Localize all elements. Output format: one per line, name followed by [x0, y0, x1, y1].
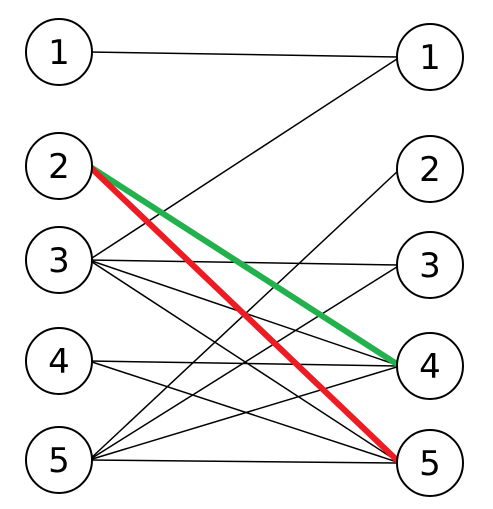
right-node-circle: [396, 429, 464, 497]
nodes-layer: 1 2 3 4 5 1 2 3 4 5: [25, 18, 464, 497]
right-node-circle: [396, 231, 464, 299]
right-node-3: 3: [396, 231, 464, 299]
right-node-label: 1: [419, 38, 441, 78]
left-node-label: 2: [48, 147, 70, 187]
right-node-label: 3: [419, 246, 441, 286]
edges-layer: [88, 51, 401, 464]
edge-left-3-right-1: [88, 56, 401, 261]
left-node-label: 3: [48, 241, 70, 281]
right-node-5: 5: [396, 429, 464, 497]
red-edge-left-2-right-5: [86, 163, 403, 466]
right-node-1: 1: [396, 23, 464, 91]
left-node-circle: [25, 426, 93, 494]
right-node-circle: [396, 23, 464, 91]
right-node-4: 4: [396, 332, 464, 400]
edge-left-5-right-5: [88, 459, 401, 464]
highlighted-edges-layer: [86, 163, 403, 466]
edge-left-5-right-4: [88, 365, 401, 461]
left-node-label: 5: [48, 441, 70, 481]
edge-left-4-right-4: [88, 360, 401, 367]
left-node-circle: [25, 226, 93, 294]
left-node-2: 2: [25, 132, 93, 200]
left-node-1: 1: [25, 18, 93, 86]
right-node-label: 5: [419, 444, 441, 484]
left-node-label: 1: [48, 33, 70, 73]
right-node-label: 4: [419, 347, 441, 387]
green-edge-left-2-right-4: [86, 163, 403, 369]
left-node-circle: [25, 327, 93, 395]
right-node-label: 2: [419, 150, 441, 190]
edge-left-4-right-5: [88, 360, 401, 464]
edge-left-1-right-1: [88, 51, 401, 58]
left-node-circle: [25, 132, 93, 200]
edge-left-5-right-3: [88, 264, 401, 461]
left-node-4: 4: [25, 327, 93, 395]
left-node-3: 3: [25, 226, 93, 294]
right-node-circle: [396, 135, 464, 203]
left-node-5: 5: [25, 426, 93, 494]
right-node-2: 2: [396, 135, 464, 203]
left-node-label: 4: [48, 342, 70, 382]
left-node-circle: [25, 18, 93, 86]
right-node-circle: [396, 332, 464, 400]
edge-left-3-right-5: [88, 259, 401, 464]
